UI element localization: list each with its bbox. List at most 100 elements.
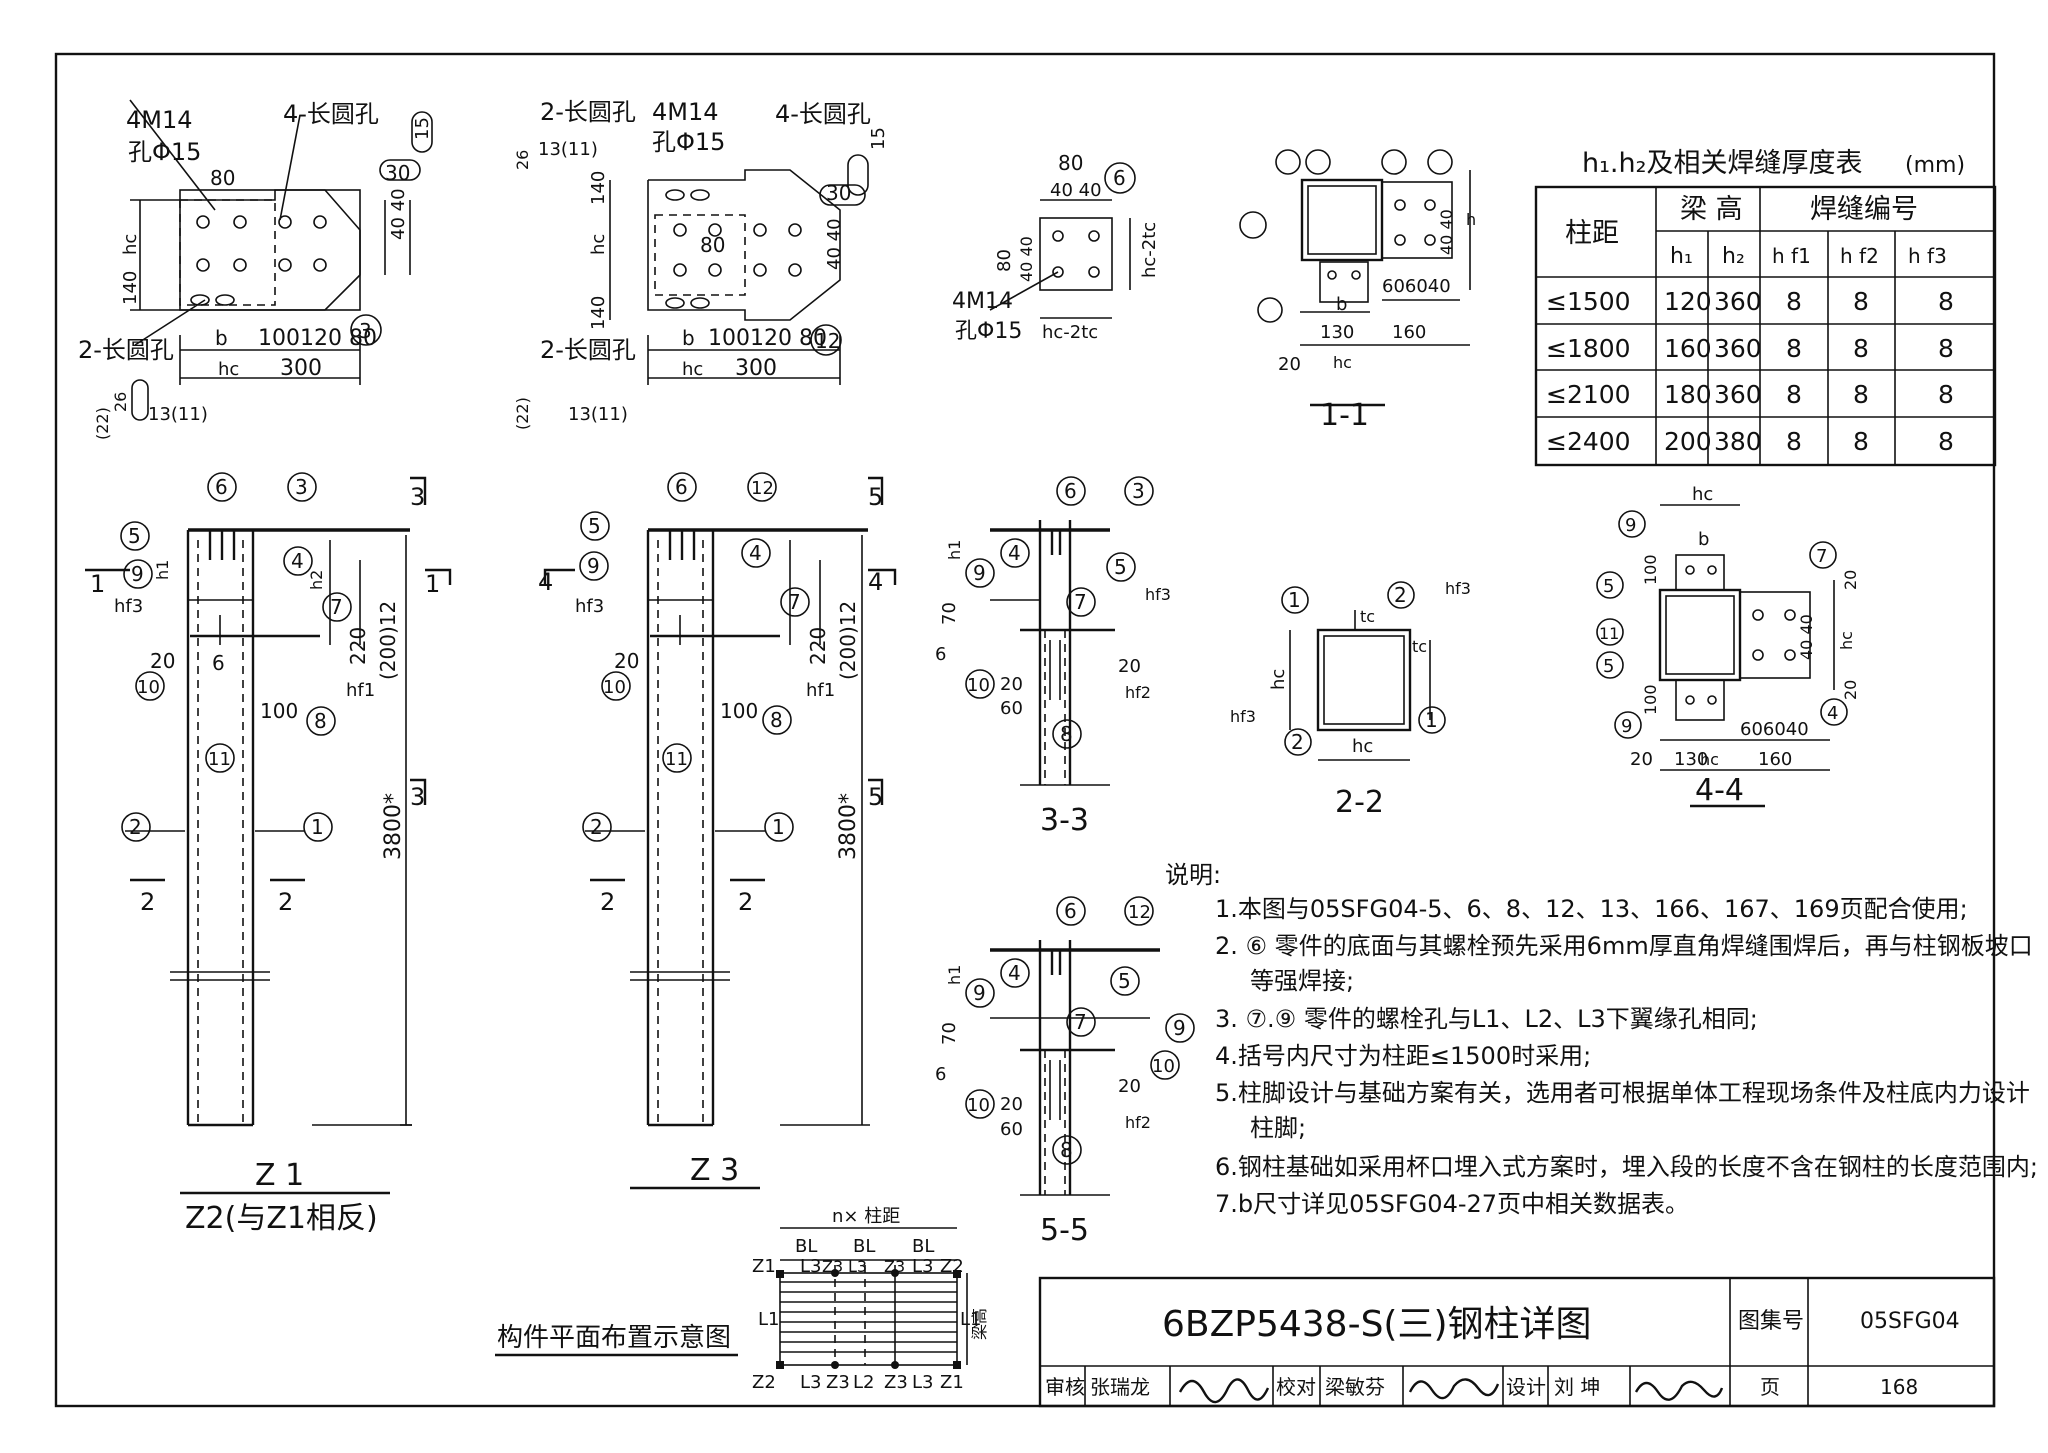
z1-dim100: 100 <box>260 699 298 723</box>
plate6-hole: 孔Φ15 <box>955 319 1022 344</box>
layout-z2b: Z2 <box>752 1372 776 1393</box>
sec44-part4: 4 <box>1827 703 1838 724</box>
sec44-20: 20 <box>1630 749 1653 770</box>
plate2-22: (22) <box>513 397 532 430</box>
note-7: 7.b尺寸详见05SFG04-27页中相关数据表。 <box>1215 1190 1689 1218</box>
layout-l1a: L1 <box>758 1309 779 1330</box>
table-row-1-h1: 160 <box>1664 334 1712 363</box>
table-row-1-hf3: 8 <box>1938 334 1954 363</box>
sec44-hc2: hc <box>1700 750 1719 769</box>
sec22-hf3a: hf3 <box>1445 579 1471 598</box>
z1-part2: 2 <box>129 815 142 839</box>
z3-hf3: hf3 <box>575 596 604 617</box>
table-sub-hf3: h f3 <box>1908 244 1947 268</box>
section-4-4-drawing <box>1596 504 1848 808</box>
table-row-0-h2: 360 <box>1714 287 1762 316</box>
notes-heading: 说明: <box>1165 861 1221 889</box>
sec22-part1b: 1 <box>1425 708 1438 732</box>
plate6-4040: 40 40 <box>1050 180 1102 201</box>
sec33-part7: 7 <box>1074 590 1087 614</box>
layout-bl1: BL <box>795 1236 817 1257</box>
review-label: 审核 <box>1045 1375 1085 1399</box>
designer-signature <box>1634 1380 1724 1401</box>
z1-length: 3800* <box>381 793 406 860</box>
z1-part5: 5 <box>128 524 141 548</box>
atlas-number: 05SFG04 <box>1860 1309 1960 1334</box>
z1-dim220: 220 <box>346 627 370 665</box>
z3-elevation <box>543 472 897 1127</box>
plate1-slot4: 4-长圆孔 <box>283 100 379 128</box>
sec22-hf3b: hf3 <box>1230 707 1256 726</box>
z1-elevation <box>85 472 452 1127</box>
section-3-3-drawing <box>965 476 1154 786</box>
plate1-30: 30 <box>385 161 410 185</box>
plate6-detail <box>989 162 1136 319</box>
sec33-part8: 8 <box>1060 722 1073 746</box>
plate2-bolts: 4M14 <box>652 98 719 126</box>
sec55-60: 60 <box>1000 1119 1023 1140</box>
sec22-part2b: 2 <box>1291 730 1304 754</box>
sec11-hc: hc <box>1333 353 1352 372</box>
sec22-tc2: tc <box>1412 637 1427 656</box>
plate2-hc-b: hc <box>682 359 703 380</box>
z1-cut3b: 3 <box>410 783 425 811</box>
table-row-3-h1: 200 <box>1664 427 1712 456</box>
plate1-140: 140 <box>120 271 141 305</box>
table-row-3-hf2: 8 <box>1853 427 1869 456</box>
sec44-20v2: 20 <box>1841 680 1860 700</box>
layout-z1b: Z1 <box>940 1372 964 1393</box>
sec22-part1a: 1 <box>1288 588 1301 612</box>
weld-table <box>1534 185 1997 467</box>
z3-dim220: 220 <box>806 627 830 665</box>
z1-cut1: 1 <box>90 570 105 598</box>
plate2-dims: 100120 80 <box>708 326 827 351</box>
z1-dim20: 20 <box>150 649 175 673</box>
table-row-2-hf1: 8 <box>1786 380 1802 409</box>
sec22-hc: hc <box>1268 669 1289 690</box>
z3-cut2a: 2 <box>600 888 615 916</box>
table-row-0-hf3: 8 <box>1938 287 1954 316</box>
table-title: h₁.h₂及相关焊缝厚度表 <box>1582 148 1862 179</box>
z3-cut2b: 2 <box>738 888 753 916</box>
reviewer-name: 张瑞龙 <box>1090 1375 1150 1399</box>
table-row-3-hf3: 8 <box>1938 427 1954 456</box>
plate2-13a: 13(11) <box>538 139 598 160</box>
sec55-part9a: 9 <box>973 981 986 1005</box>
layout-bl2: BL <box>853 1236 875 1257</box>
plate-detail-z1 <box>129 99 433 385</box>
z1-cut2a: 2 <box>140 888 155 916</box>
table-row-2-hf3: 8 <box>1938 380 1954 409</box>
layout-span: n× 柱距 <box>832 1206 900 1227</box>
table-col-weld: 焊缝编号 <box>1810 194 1918 225</box>
z1-h2: h2 <box>307 570 326 590</box>
layout-beamh: 梁高 <box>970 1308 989 1340</box>
layout-z2a: Z2 <box>940 1256 964 1277</box>
sec44-b: b <box>1698 529 1709 550</box>
plate2-80: 80 <box>700 233 725 257</box>
z3-part7: 7 <box>788 590 801 614</box>
plate2-30: 30 <box>826 181 851 205</box>
z1-cut2b: 2 <box>278 888 293 916</box>
sec11-130: 130 <box>1320 322 1354 343</box>
z1-hf3: hf3 <box>114 596 143 617</box>
note-1: 1.本图与05SFG04-5、6、8、12、13、166、167、169页配合使… <box>1215 895 1968 923</box>
reviewer-signature <box>1178 1378 1270 1404</box>
plate-detail-z3 <box>609 154 869 385</box>
z1-cut1r: 1 <box>425 570 440 598</box>
plate1-22: (22) <box>93 407 112 440</box>
plate1-300: 300 <box>280 356 322 381</box>
note-4: 4.括号内尺寸为柱距≤1500时采用; <box>1215 1042 1591 1070</box>
plate6-4040v: 40 40 <box>1017 236 1036 282</box>
z3-part5: 5 <box>588 514 601 538</box>
table-row-2-h1: 180 <box>1664 380 1712 409</box>
plate1-hc-b: hc <box>218 359 239 380</box>
page-label: 页 <box>1760 1375 1780 1399</box>
plate1-15: 15 <box>412 117 433 140</box>
table-col-beam: 梁 高 <box>1680 194 1743 225</box>
sec44-130: 130 <box>1674 749 1708 770</box>
checker-signature <box>1408 1378 1500 1400</box>
z3-dim100: 100 <box>720 699 758 723</box>
sec33-h1: h1 <box>945 540 964 560</box>
